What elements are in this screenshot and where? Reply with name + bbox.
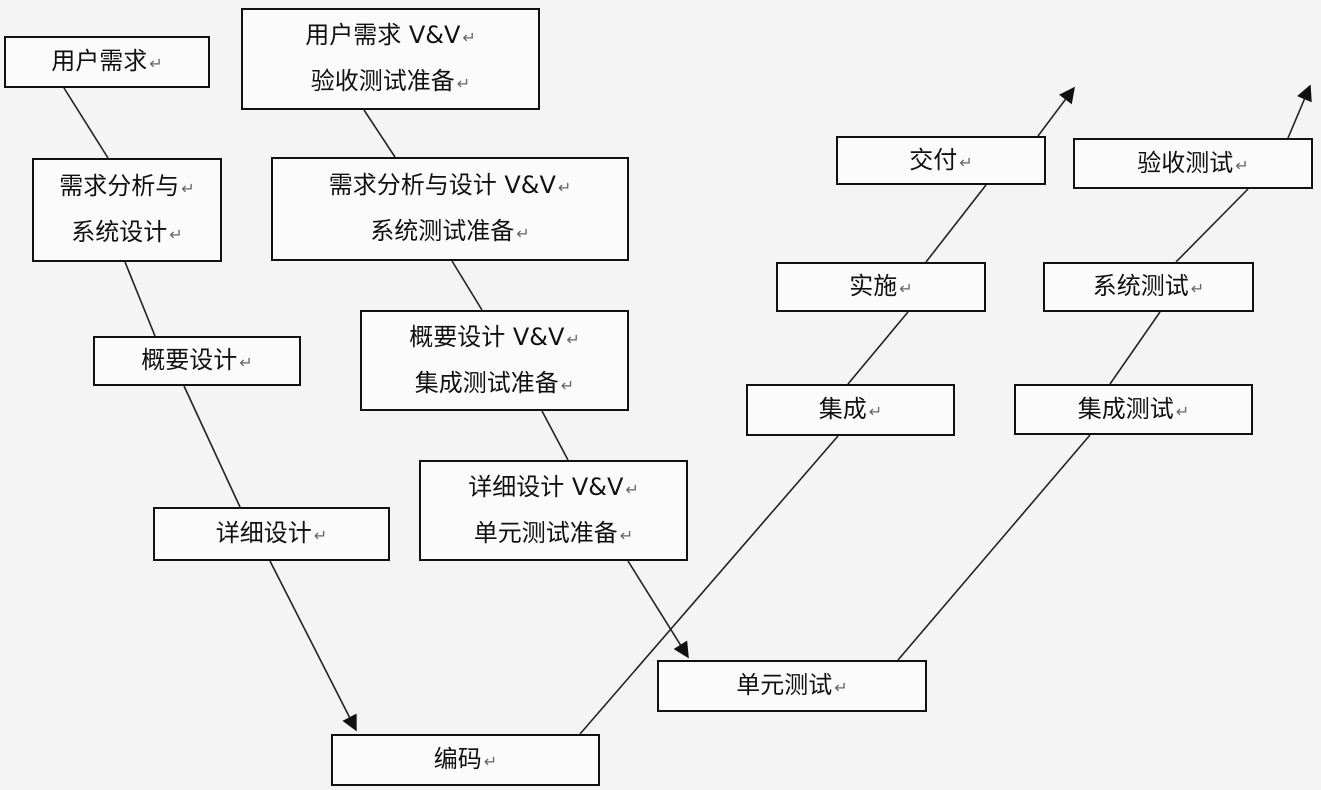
edge-user-req-to-req-analysis — [63, 87, 109, 159]
return-mark-icon: ↵ — [619, 525, 634, 545]
return-mark-icon: ↵ — [557, 178, 572, 198]
edge-req-vv-to-outline-vv — [451, 260, 483, 311]
box-implementation: 实施↵ — [776, 262, 986, 312]
box-outline-design: 概要设计↵ — [93, 336, 301, 386]
box-text: 单元测试 — [736, 671, 833, 700]
edge-coding-to-integration — [579, 435, 839, 735]
box-text-line: 交付↵ — [909, 138, 972, 184]
return-mark-icon: ↵ — [1175, 401, 1190, 421]
box-text: 系统测试 — [1092, 272, 1189, 301]
box-integration-test: 集成测试↵ — [1014, 384, 1253, 435]
box-text: 概要设计 — [141, 346, 238, 375]
edge-implementation-to-delivery — [925, 184, 987, 263]
return-mark-icon: ↵ — [625, 479, 639, 499]
box-text-line: 系统设计↵ — [71, 210, 182, 256]
box-text: 集成 — [818, 395, 867, 424]
box-system-test: 系统测试↵ — [1043, 262, 1254, 312]
box-text: 详细设计 V&V — [468, 472, 624, 501]
box-text-line: 集成↵ — [819, 387, 882, 433]
box-text-line: 用户需求↵ — [51, 39, 162, 85]
box-text-line: 系统测试↵ — [1093, 264, 1204, 310]
box-text-line: 用户需求 V&V↵ — [305, 13, 476, 59]
return-mark-icon: ↵ — [868, 402, 883, 422]
return-mark-icon: ↵ — [899, 279, 913, 299]
edge-outline-vv-to-detail-vv — [541, 410, 569, 461]
box-text: 验收测试 — [1137, 148, 1234, 177]
box-text: 详细设计 — [215, 519, 312, 548]
box-text: 系统测试准备 — [370, 217, 515, 245]
edge-delivery-arrow — [1037, 86, 1075, 137]
return-mark-icon: ↵ — [149, 54, 163, 74]
box-text: 实施 — [849, 272, 898, 301]
box-text-line: 概要设计↵ — [141, 338, 252, 384]
box-delivery: 交付↵ — [836, 136, 1046, 185]
box-text-line: 需求分析与设计 V&V↵ — [329, 163, 572, 209]
box-text-line: 集成测试↵ — [1078, 387, 1189, 433]
box-text-line: 详细设计 V&V↵ — [468, 465, 639, 511]
box-unit-test: 单元测试↵ — [657, 660, 927, 712]
box-detailed-design: 详细设计↵ — [153, 507, 390, 561]
return-mark-icon: ↵ — [834, 678, 848, 698]
edge-system-test-to-acceptance-test — [1175, 188, 1249, 263]
box-text-line: 单元测试↵ — [736, 663, 847, 709]
return-mark-icon: ↵ — [462, 28, 476, 48]
return-mark-icon: ↵ — [239, 353, 253, 373]
return-mark-icon: ↵ — [483, 752, 498, 772]
box-text-line: 概要设计 V&V↵ — [409, 315, 580, 361]
return-mark-icon: ↵ — [169, 225, 183, 244]
box-integration: 集成↵ — [746, 384, 955, 436]
edge-integration-to-implementation — [847, 311, 909, 385]
edge-detail-design-to-coding-arrow — [269, 560, 357, 732]
box-detailed-design-vv: 详细设计 V&V↵单元测试准备↵ — [419, 460, 688, 561]
box-text-line: 需求分析与↵ — [59, 164, 194, 210]
edge-outline-design-to-detail-design — [183, 385, 241, 508]
box-text-line: 实施↵ — [849, 264, 912, 310]
box-text: 集成测试准备 — [414, 368, 559, 397]
box-text: 单元测试准备 — [473, 518, 618, 547]
box-text-line: 验收测试↵ — [1137, 141, 1248, 187]
box-text: 验收测试准备 — [310, 67, 455, 95]
box-requirements-analysis-system-design: 需求分析与↵系统设计↵ — [32, 158, 222, 262]
box-text: 用户需求 V&V — [305, 21, 461, 50]
return-mark-icon: ↵ — [1190, 279, 1205, 299]
box-coding: 编码↵ — [331, 734, 600, 786]
box-user-requirements: 用户需求↵ — [4, 36, 210, 88]
edge-unit-test-to-integration-test — [897, 434, 1091, 661]
box-requirements-design-vv: 需求分析与设计 V&V↵系统测试准备↵ — [271, 157, 629, 261]
box-text-line: 集成测试准备↵ — [415, 361, 574, 407]
box-text: 集成测试 — [1077, 394, 1174, 423]
box-text: 需求分析与 — [59, 172, 180, 201]
edge-integration-test-to-system-test — [1109, 311, 1161, 385]
box-acceptance-test: 验收测试↵ — [1073, 138, 1313, 189]
return-mark-icon: ↵ — [456, 74, 471, 93]
edge-req-analysis-to-outline-design — [124, 261, 156, 337]
edge-acceptance-test-arrow — [1287, 84, 1312, 139]
box-outline-design-vv: 概要设计 V&V↵集成测试准备↵ — [360, 310, 629, 411]
return-mark-icon: ↵ — [566, 329, 580, 349]
box-text-line: 单元测试准备↵ — [474, 511, 633, 557]
box-text: 需求分析与设计 V&V — [328, 171, 556, 200]
box-text-line: 验收测试准备↵ — [311, 59, 470, 105]
edge-detail-vv-to-unit-test-arrow — [627, 560, 689, 659]
return-mark-icon: ↵ — [313, 526, 328, 546]
return-mark-icon: ↵ — [560, 375, 575, 395]
box-text: 交付 — [909, 145, 958, 174]
box-text: 概要设计 V&V — [409, 322, 565, 351]
box-text: 用户需求 — [51, 47, 148, 76]
edge-user-vv-to-req-vv — [363, 109, 396, 158]
return-mark-icon: ↵ — [1235, 155, 1249, 175]
return-mark-icon: ↵ — [516, 224, 530, 243]
return-mark-icon: ↵ — [181, 179, 195, 199]
box-user-requirements-vv: 用户需求 V&V↵验收测试准备↵ — [241, 8, 540, 110]
box-text: 系统设计 — [71, 218, 168, 246]
box-text-line: 系统测试准备↵ — [370, 209, 529, 255]
return-mark-icon: ↵ — [959, 152, 973, 172]
box-text-line: 详细设计↵ — [216, 511, 327, 557]
box-text: 编码 — [433, 745, 482, 774]
box-text-line: 编码↵ — [434, 737, 497, 783]
